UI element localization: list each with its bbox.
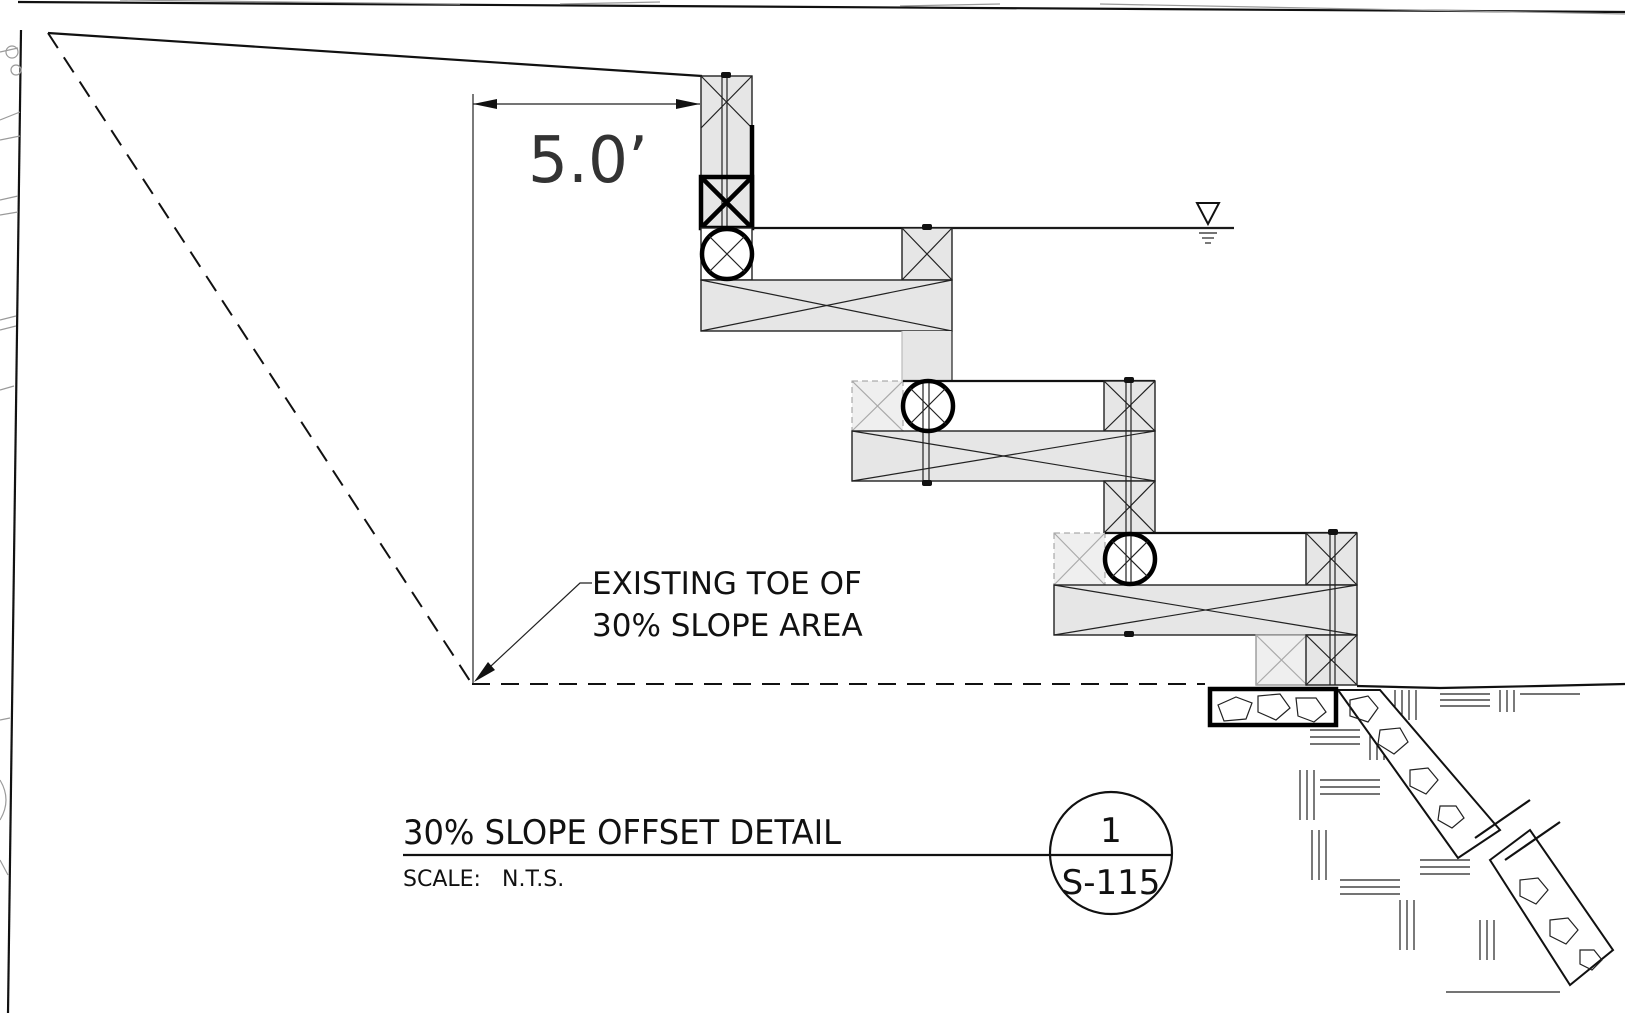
gravel-footing (1207, 686, 1615, 987)
toe-callout: EXISTING TOE OF 30% SLOPE AREA (474, 566, 863, 682)
callout-line-1: EXISTING TOE OF (592, 566, 862, 602)
slope-lines (47, 31, 1205, 685)
detail-title: 30% SLOPE OFFSET DETAIL (403, 813, 841, 853)
dimension-label: 5.0’ (528, 124, 648, 198)
drain-pipes (699, 226, 1158, 587)
offset-dimension: 5.0’ (472, 94, 700, 684)
detail-number: 1 (1100, 811, 1122, 851)
ground-section (1299, 682, 1625, 993)
detail-title-block: 30% SLOPE OFFSET DETAIL SCALE: N.T.S. 1 … (403, 790, 1174, 916)
callout-line-2: 30% SLOPE AREA (592, 608, 863, 644)
water-level-symbol (952, 202, 1234, 244)
sheet-number: S-115 (1062, 863, 1161, 903)
scale-label: SCALE: (403, 867, 481, 892)
scale-value: N.T.S. (502, 867, 564, 892)
retaining-wall-blocks (698, 72, 1358, 686)
